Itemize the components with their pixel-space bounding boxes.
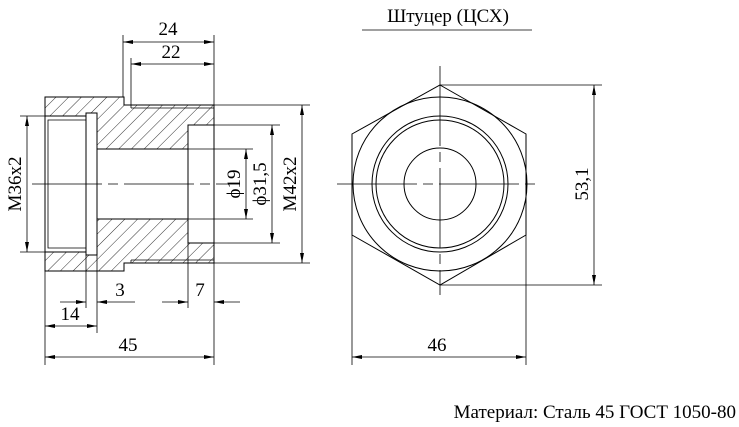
material-note: Материал: Сталь 45 ГОСТ 1050-80 xyxy=(454,402,736,423)
dim-3: 3 xyxy=(115,280,125,301)
dim-46: 46 xyxy=(428,335,447,356)
section-view xyxy=(32,96,240,272)
dim-53-1: 53,1 xyxy=(572,167,593,200)
dim-7: 7 xyxy=(195,280,205,301)
drawing-title: Штуцер (ЦСХ) xyxy=(387,6,509,27)
hatch-bottom xyxy=(45,219,214,271)
dim-phi31-5: ϕ31,5 xyxy=(250,162,271,205)
dim-m36x2: M36x2 xyxy=(5,157,26,212)
end-view: 46 53,1 xyxy=(337,66,602,365)
dim-22: 22 xyxy=(162,42,181,63)
dim-45: 45 xyxy=(119,335,138,356)
section-dimensions: 24 22 M36x2 ϕ19 ϕ31,5 M42x2 3 7 xyxy=(5,19,310,365)
hex-outline xyxy=(351,84,527,286)
dim-14: 14 xyxy=(61,304,81,325)
hatch-top xyxy=(45,97,214,149)
dim-phi19: ϕ19 xyxy=(224,169,245,198)
dim-24: 24 xyxy=(159,19,179,40)
dim-m42x2: M42x2 xyxy=(280,157,301,212)
